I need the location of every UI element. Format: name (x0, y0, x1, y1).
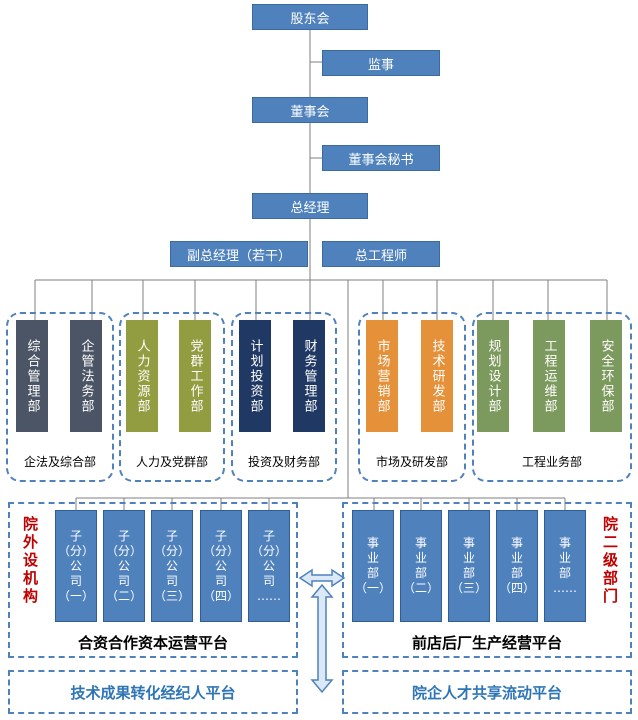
dept-legal-affairs: 企管法务部 (70, 320, 102, 432)
tech-transfer-platform-label: 技术成果转化经纪人平台 (70, 684, 236, 702)
left-side-label: 院外设机构 (21, 516, 39, 606)
business-unit-3: 事业部（三） (448, 510, 490, 622)
subsidiary-2: 子（分）公司（二） (103, 510, 145, 622)
chief-engineer-box: 总工程师 (322, 241, 440, 267)
dept-human-resources: 人力资源部 (126, 320, 158, 432)
left-platform-title: 合资合作资本运营平台 (77, 634, 228, 652)
shareholders-box: 股东会 (252, 4, 368, 30)
dept-planning-design: 规划设计部 (477, 320, 509, 432)
subsidiary-more: 子（分）公司…… (248, 510, 290, 622)
right-platform-panel: 前店后厂生产经营平台 (342, 502, 632, 658)
subsidiary-3: 子（分）公司（三） (151, 510, 193, 622)
double-arrow-vertical (310, 583, 334, 694)
subsidiary-4: 子（分）公司（四） (200, 510, 242, 622)
dept-general-management: 综合管理部 (16, 320, 48, 432)
talent-sharing-platform-label: 院企人才共享流动平台 (411, 684, 562, 702)
dept-group-hr: 人力及党群部 (119, 312, 225, 482)
dept-engineering-ops: 工程运维部 (533, 320, 565, 432)
bottom-left-panel (8, 670, 298, 714)
dept-marketing: 市场营销部 (366, 320, 398, 432)
business-unit-more: 事业部…… (544, 510, 586, 622)
supervisor-box: 监事 (322, 50, 440, 76)
dept-rnd: 技术研发部 (421, 320, 453, 432)
dept-group-legal: 企法及综合部 (6, 312, 114, 482)
business-unit-4: 事业部（四） (496, 510, 538, 622)
subsidiary-1: 子（分）公司（一） (55, 510, 97, 622)
board-secretary-box: 董事会秘书 (322, 145, 440, 171)
right-side-label: 院二级部门 (601, 516, 619, 606)
general-manager-box: 总经理 (252, 193, 368, 219)
right-platform-title: 前店后厂生产经营平台 (411, 634, 562, 652)
deputy-gm-box: 副总经理（若干） (170, 241, 308, 267)
business-unit-2: 事业部（二） (400, 510, 442, 622)
dept-finance-management: 财务管理部 (293, 320, 325, 432)
dept-party-work: 党群工作部 (179, 320, 211, 432)
dept-investment-planning: 计划投资部 (239, 320, 271, 432)
business-unit-1: 事业部（一） (352, 510, 394, 622)
dept-safety-env: 安全环保部 (590, 320, 622, 432)
dept-group-engineering: 工程业务部 (472, 312, 632, 482)
bottom-right-panel (342, 670, 632, 714)
double-arrow-horizontal (298, 568, 346, 588)
left-platform-panel: 合资合作资本运营平台 (8, 502, 298, 658)
dept-group-finance: 投资及财务部 (231, 312, 337, 482)
dept-group-market: 市场及研发部 (358, 312, 466, 482)
board-box: 董事会 (252, 97, 368, 123)
